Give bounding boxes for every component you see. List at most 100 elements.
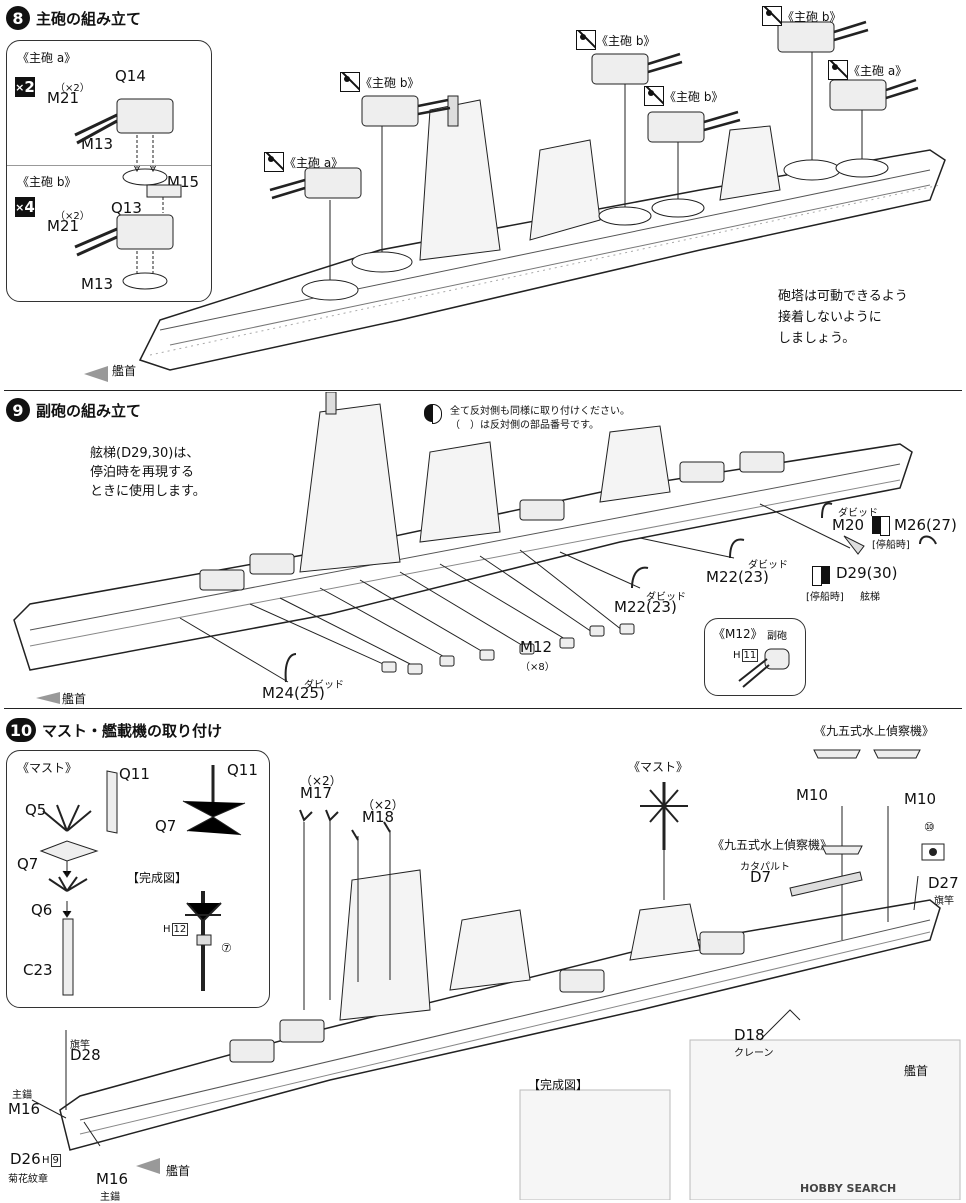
part-label-q6: Q6 bbox=[31, 901, 53, 919]
part-label-m26: M26(27) bbox=[894, 516, 957, 534]
part-label-m22: M22(23) bbox=[614, 598, 677, 616]
inset-title: 《マスト》 bbox=[17, 761, 78, 775]
turret-assembly-inset: 《主砲 a》 ×2 （×2） M21 Q14 M13 《主砲 b》 M15 ×4… bbox=[6, 40, 212, 302]
circle-number: ⑦ bbox=[221, 941, 232, 955]
part-label-q11: Q11 bbox=[227, 761, 258, 779]
battleship-diagram-step8 bbox=[84, 20, 946, 382]
quantity-label: （×8） bbox=[520, 662, 555, 673]
step-title: 主砲の組み立て bbox=[36, 9, 142, 28]
part-label-m24: M24(25) bbox=[262, 684, 325, 702]
bow-label: 艦首 bbox=[166, 1164, 191, 1178]
turret-a-diagram bbox=[74, 98, 174, 186]
part-label-c23: C23 bbox=[23, 961, 53, 979]
bow-label: 艦首 bbox=[112, 364, 137, 378]
part-label-m18: M18 bbox=[362, 808, 395, 826]
pin-icon bbox=[828, 60, 848, 80]
part-label-q7: Q7 bbox=[155, 817, 177, 835]
step-10-section: 10 マスト・艦載機の取り付け 《マスト》 Q11 Q11 Q5 Q7 Q7 Q… bbox=[0, 710, 966, 1203]
part-label-q5: Q5 bbox=[25, 801, 47, 819]
part-label-q13: Q13 bbox=[111, 199, 142, 217]
quantity-label: （×2） bbox=[55, 211, 90, 222]
part-label-m16: M16 bbox=[8, 1100, 41, 1118]
step-9-section: 9 副砲の組み立て 全て反対側も同様に取り付けください。 （ ）は反対側の部品番… bbox=[0, 392, 966, 706]
section-divider bbox=[4, 390, 962, 391]
step-title: マスト・艦載機の取り付け bbox=[42, 721, 223, 740]
side-icon bbox=[812, 566, 830, 586]
battleship-diagram-step10 bbox=[31, 749, 961, 1200]
pin-icon bbox=[340, 72, 360, 92]
part-label-m21: M21 bbox=[47, 89, 80, 107]
part-sublabel: 旗竿 bbox=[70, 1040, 90, 1051]
part-sublabel: 舷梯 bbox=[860, 592, 880, 603]
part-label-d26: D26 bbox=[10, 1150, 41, 1168]
part-label-q7: Q7 bbox=[17, 855, 39, 873]
inset-title: 《M12》 bbox=[713, 627, 763, 641]
part-sublabel: カタパルト bbox=[740, 862, 790, 873]
pin-icon bbox=[576, 30, 596, 50]
complete-label: 【完成図】 bbox=[528, 1078, 589, 1092]
part-label-q11: Q11 bbox=[119, 765, 150, 783]
turret-label: 《主砲 a》 bbox=[284, 156, 344, 170]
part-label-m13: M13 bbox=[81, 135, 114, 153]
turret-label: 《主砲 b》 bbox=[664, 90, 724, 104]
part-label-d27: D27 bbox=[928, 874, 959, 892]
part-sublabel: ダビッド bbox=[748, 560, 788, 571]
part-label-d7: D7 bbox=[750, 868, 772, 886]
turret-label: 《主砲 a》 bbox=[848, 64, 908, 78]
part-label-m12: M12 bbox=[520, 638, 553, 656]
complete-label: 【完成図】 bbox=[127, 871, 188, 885]
watermark-logo: HOBBY SEARCH bbox=[800, 1182, 897, 1195]
step-number-badge: 9 bbox=[6, 398, 30, 422]
pin-icon bbox=[644, 86, 664, 106]
turret-b-title: 《主砲 b》 bbox=[17, 175, 77, 189]
step-number-badge: 10 bbox=[6, 718, 36, 742]
pin-icon bbox=[264, 152, 284, 172]
part-sublabel: ダビッド bbox=[646, 592, 686, 603]
turret-b-diagram bbox=[74, 184, 182, 290]
part-sublabel: クレーン bbox=[734, 1048, 774, 1059]
part-label-m22: M22(23) bbox=[706, 568, 769, 586]
multiplier-badge: ×4 bbox=[15, 197, 35, 217]
part-label-m10: M10 bbox=[796, 786, 829, 804]
part-label-m17: M17 bbox=[300, 784, 333, 802]
circle-number: ⑩ bbox=[924, 820, 935, 834]
legend-line: （ ）は反対側の部品番号です。 bbox=[450, 420, 599, 431]
assembly-note: 砲塔は可動できるよう 接着しないように しましょう。 bbox=[778, 289, 908, 346]
battleship-diagram-step9 bbox=[13, 392, 937, 704]
quantity-label: （×2） bbox=[55, 83, 90, 94]
mast-label: 《マスト》 bbox=[628, 760, 689, 774]
part-label-m10: M10 bbox=[904, 790, 937, 808]
part-label-m21: M21 bbox=[47, 217, 80, 235]
part-label-m13: M13 bbox=[81, 275, 114, 293]
part-sublabel: ダビッド bbox=[838, 508, 878, 519]
part-sublabel: [停船時] bbox=[872, 540, 910, 551]
step-8-header: 8 主砲の組み立て bbox=[6, 6, 141, 30]
part-label-d29: D29(30) bbox=[836, 564, 898, 582]
part-sublabel: 主錨 bbox=[100, 1192, 120, 1203]
mast-diagram bbox=[39, 765, 246, 996]
plane-title: 《九五式水上偵察機》 bbox=[814, 724, 935, 738]
turret-label: 《主砲 b》 bbox=[782, 10, 842, 24]
part-label-q14: Q14 bbox=[115, 67, 146, 85]
multiplier-badge: ×2 bbox=[15, 77, 35, 97]
part-label-m20: M20 bbox=[832, 516, 865, 534]
plane-title: 《九五式水上偵察機》 bbox=[712, 838, 833, 852]
section-divider bbox=[4, 708, 962, 709]
step-title: 副砲の組み立て bbox=[36, 401, 142, 420]
bow-label: 艦首 bbox=[62, 692, 87, 706]
turret-label: 《主砲 b》 bbox=[360, 76, 420, 90]
part-sublabel: 主錨 bbox=[12, 1090, 32, 1101]
part-label-d18: D18 bbox=[734, 1026, 765, 1044]
part-label-d28: D28 bbox=[70, 1046, 101, 1064]
step-number-badge: 8 bbox=[6, 6, 30, 30]
m12-diagram bbox=[738, 648, 790, 688]
turret-a-title: 《主砲 a》 bbox=[17, 51, 77, 65]
part-sublabel: 菊花紋章 bbox=[8, 1174, 48, 1185]
step-8-section: 8 主砲の組み立て 《主砲 a》 ×2 （×2） M21 Q14 M13 《主砲… bbox=[0, 0, 966, 388]
quantity-label: （×2） bbox=[362, 798, 404, 812]
turret-label: 《主砲 b》 bbox=[596, 34, 656, 48]
